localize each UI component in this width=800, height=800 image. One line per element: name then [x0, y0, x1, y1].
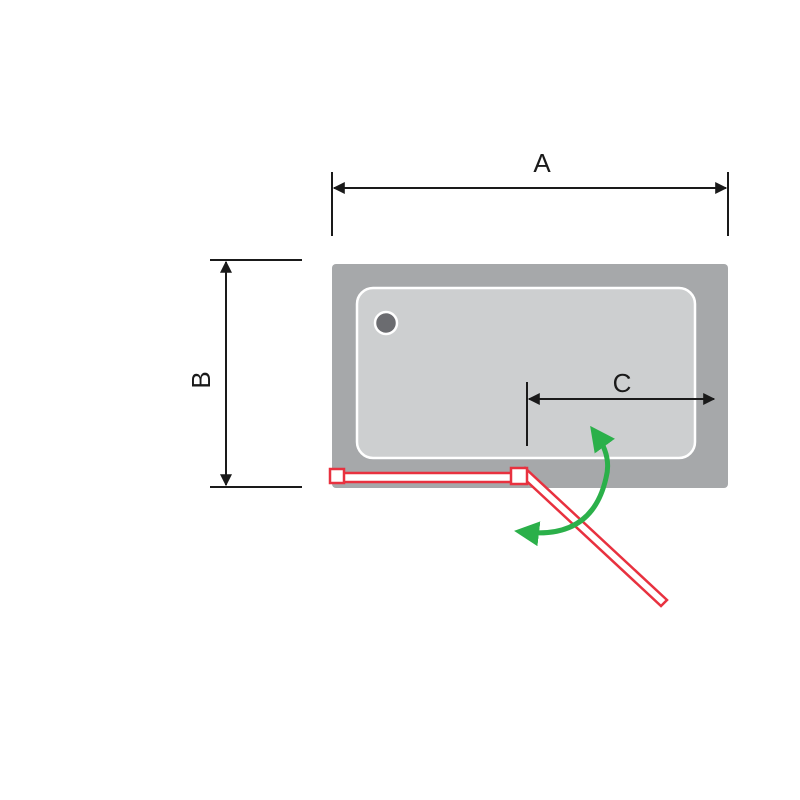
dimension-c-label: C: [613, 368, 632, 398]
dimension-b-label: B: [186, 371, 216, 388]
double-arrow-icon: [514, 425, 615, 547]
dimension-a: A: [331, 148, 729, 236]
dimension-c: C: [526, 368, 716, 446]
drain-icon: [373, 310, 399, 336]
hinged-door-panel: [517, 466, 669, 608]
glass-panels: [328, 466, 669, 608]
hinge: [509, 466, 529, 486]
wall-bracket: [328, 467, 346, 485]
dimension-a-label: A: [533, 148, 551, 178]
fixed-glass-panel: [338, 471, 514, 484]
shower-tray: [332, 264, 728, 488]
dimension-b: B: [186, 259, 302, 488]
